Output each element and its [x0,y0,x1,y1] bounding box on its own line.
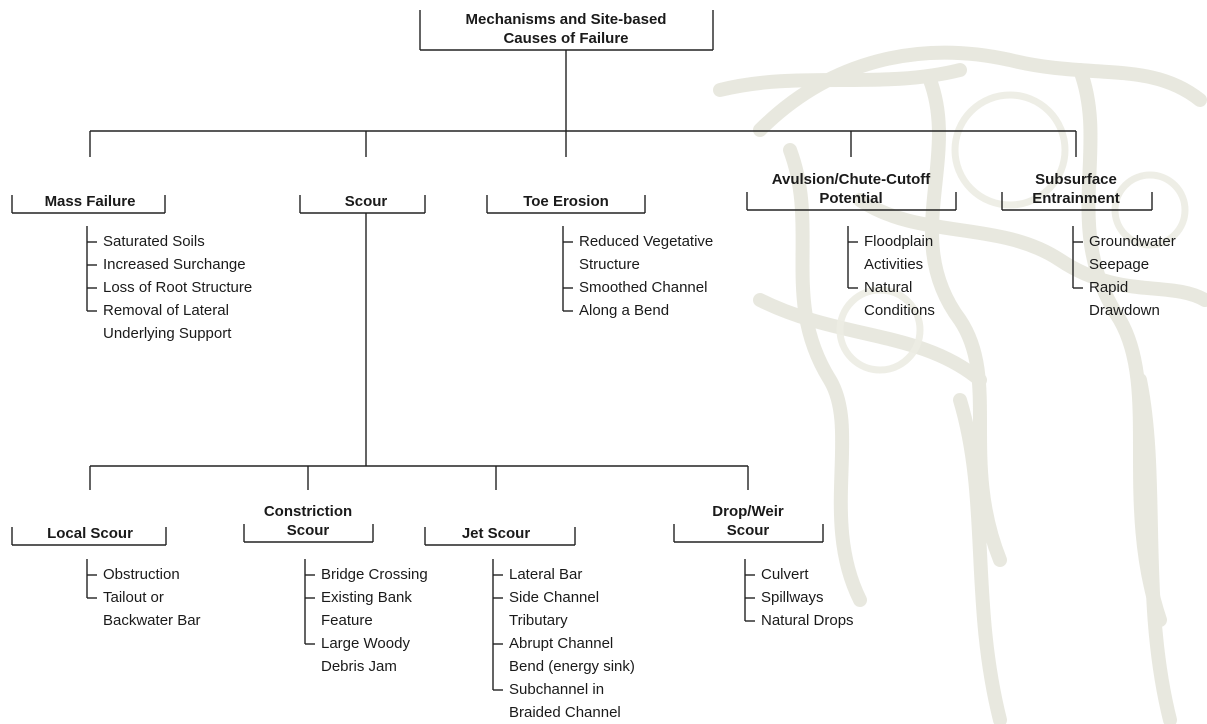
sublist-item-text: Side Channel [509,589,600,606]
sublist-item-text: Feature [321,612,373,629]
sublist-item-text: Saturated Soils [103,233,205,250]
sublist-item: Obstruction [103,563,201,586]
sublist-item-text: Structure [579,256,640,273]
sublist-item-text: Bend (energy sink) [509,658,635,675]
sublist-item-text: Large Woody [321,635,410,652]
sublist-item-text: Existing Bank [321,589,412,606]
sublist-item: Natural Drops [761,609,854,632]
node-scour: Scour [345,192,388,211]
sublist-item-text: Drawdown [1089,302,1160,319]
node-toe-erosion: Toe Erosion [523,192,609,211]
sublist-item-text: Rapid [1089,279,1129,296]
node-label-line: Subsurface [1035,171,1117,188]
sublist-item: Tailout or Backwater Bar [103,586,201,632]
sublist-item-text: Underlying Support [103,325,232,342]
sublist-item: Lateral Bar [509,563,635,586]
sublist-item-text: Seepage [1089,256,1150,273]
sublist-item-text: Bridge Crossing [321,566,428,583]
node-label-line: Entrainment [1032,190,1120,207]
sublist-item: Loss of Root Structure [103,276,252,299]
sublist-item: Subchannel in Braided Channel [509,678,635,724]
node-label-line: Jet Scour [461,525,531,542]
sublist-item-text: Natural Drops [761,612,854,629]
sublist-item: Saturated Soils [103,230,252,253]
sublist-item-text: Loss of Root Structure [103,279,253,296]
sublist-item-text: Tributary [509,612,568,629]
sublist-item-text: Increased Surchange [103,256,246,273]
sublist-item-text: Debris Jam [321,658,397,675]
node-label-line: Local Scour [47,525,133,542]
sublist-item-text: Backwater Bar [103,612,201,629]
sublist-item-text: Braided Channel [509,704,621,721]
node-label-line: Mass Failure [44,193,136,210]
sublist-item: Spillways [761,586,854,609]
sublist-item-text: Removal of Lateral [103,302,229,319]
sublist-item: Along a Bend [579,299,713,322]
sublist-item-text: Lateral Bar [509,566,583,583]
node-label-line: Scour [726,522,770,539]
node-mass-failure: Mass Failure [45,192,136,211]
node-label-line: Causes of Failure [503,30,629,47]
sublist-item-text: Along a Bend [579,302,670,319]
node-label-line: Avulsion/Chute-Cutoff [771,171,931,188]
sublist-item: Bridge Crossing [321,563,428,586]
sublist-item-text: Floodplain [864,233,934,250]
node-label-line: Scour [286,522,330,539]
node-label-line: Mechanisms and Site-based [465,11,667,28]
sublist-item-text: Smoothed Channel [579,279,708,296]
node-label-line: Drop/Weir [712,503,784,520]
sublist-item-text: Culvert [761,566,809,583]
sublist-item-text: Groundwater [1089,233,1176,250]
sublist-item-text: Obstruction [103,566,180,583]
sublist-item-text: Tailout or [103,589,164,606]
node-jet-scour: Jet Scour [462,524,530,543]
node-label-line: Constriction [263,503,353,520]
node-local-scour: Local Scour [47,524,133,543]
sublist-item-text: Reduced Vegetative [579,233,714,250]
sublist-item: Culvert [761,563,854,586]
sublist-item: Increased Surchange [103,253,252,276]
sublist-item-text: Abrupt Channel [509,635,614,652]
node-label-line: Scour [344,193,388,210]
node-label-line: Potential [819,190,883,207]
sublist-item-text: Spillways [761,589,824,606]
sublist-item: Smoothed Channel [579,276,713,299]
sublist-item-text: Natural [864,279,913,296]
sublist-item-text: Conditions [864,302,935,319]
sublist-item-text: Activities [864,256,924,273]
node-label-line: Toe Erosion [523,193,609,210]
sublist-item-text: Subchannel in [509,681,605,698]
